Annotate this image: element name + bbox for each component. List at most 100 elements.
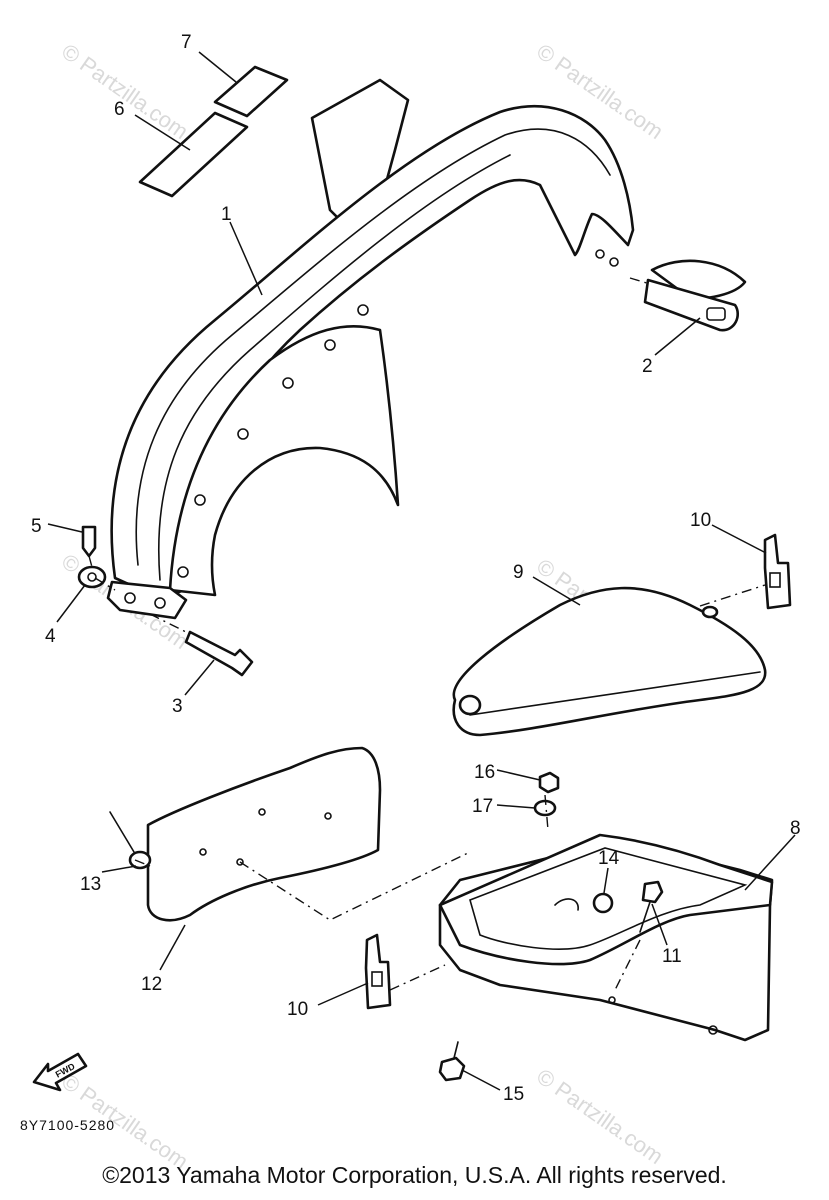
- bolt-head: [438, 1056, 466, 1082]
- washer-hole: [87, 572, 97, 582]
- leader-1: [229, 221, 263, 296]
- leader-6: [134, 114, 191, 151]
- assembly-line: [389, 964, 446, 991]
- assembly-line: [88, 555, 93, 568]
- leader-5: [47, 523, 83, 533]
- assembly-line: [544, 794, 549, 831]
- bracket-hole: [154, 597, 166, 609]
- hardware-3-4-5: [77, 525, 254, 677]
- panel-part-12: [146, 746, 382, 922]
- fender-shell: [110, 104, 635, 600]
- assembly-line: [134, 859, 151, 867]
- bolt-part-15: [438, 1041, 466, 1082]
- bolt-part-11: [639, 880, 664, 933]
- leader-15: [461, 1069, 501, 1091]
- leader-16: [496, 769, 541, 781]
- washer-part-4: [77, 565, 107, 589]
- leader-3: [184, 659, 215, 696]
- callout-3: 3: [172, 696, 183, 717]
- latch-slot: [706, 307, 726, 321]
- box-hole: [708, 1025, 718, 1035]
- leader-12: [159, 924, 186, 971]
- cover-edge: [469, 671, 761, 716]
- panel-body: [146, 746, 382, 922]
- bolt-shaft: [639, 901, 651, 933]
- callout-13: 13: [80, 874, 101, 895]
- callout-6: 6: [114, 99, 125, 120]
- callout-7: 7: [181, 32, 192, 53]
- box-vent: [554, 898, 579, 911]
- panel-hole: [236, 858, 244, 866]
- callout-10-lower: 10: [287, 999, 308, 1020]
- callout-14: 14: [598, 848, 620, 869]
- fender-rim-inner: [157, 154, 511, 581]
- decal-part-7: [213, 65, 289, 118]
- callout-1: 1: [221, 204, 232, 225]
- callout-11: 11: [662, 946, 682, 967]
- leader-14: [603, 867, 609, 894]
- callout-4: 4: [45, 626, 56, 647]
- callout-9: 9: [513, 562, 524, 583]
- copyright-notice: ©2013 Yamaha Motor Corporation, U.S.A. A…: [102, 1162, 727, 1188]
- fender-hole: [282, 377, 294, 389]
- leader-9: [532, 576, 581, 606]
- screw-part-5: [81, 525, 97, 558]
- hardware-16-17: [533, 771, 560, 817]
- fender-hole: [237, 428, 249, 440]
- panel-hole: [199, 848, 207, 856]
- fender-side-panel: [168, 324, 400, 597]
- leader-13: [101, 865, 137, 873]
- watermark: © Partzilla.com: [532, 1064, 668, 1170]
- fwd-arrow-icon: FWD: [32, 1052, 88, 1092]
- fender-bracket: [106, 580, 188, 620]
- clip-window: [371, 971, 383, 987]
- cover-hole: [458, 694, 482, 716]
- callout-12: 12: [141, 974, 162, 995]
- cover-shell: [452, 586, 767, 737]
- fender-part-1: [106, 78, 635, 620]
- cover-stud: [701, 605, 719, 619]
- fender-hole: [194, 494, 206, 506]
- bracket-hole: [124, 592, 136, 604]
- fwd-arrow-shape: [32, 1052, 88, 1092]
- box-rim-inner: [469, 847, 748, 950]
- clip-part-10-lower: [364, 933, 392, 1010]
- nut-part-16: [538, 771, 560, 794]
- callout-15: 15: [503, 1084, 524, 1105]
- leader-10b: [317, 982, 369, 1006]
- assembly-line: [614, 939, 641, 991]
- callout-16: 16: [474, 762, 495, 783]
- latch-part-2: [629, 259, 747, 332]
- callout-5: 5: [31, 516, 42, 537]
- fender-hole: [357, 304, 369, 316]
- leader-11: [651, 903, 668, 946]
- callout-labels: 7 6 1 2 5 4 3 10 9 16 17 8 14 11 13 12 1…: [31, 32, 801, 1105]
- decal-part-6: [138, 111, 249, 198]
- pin-part-3: [184, 630, 254, 677]
- latch-centerline: [629, 277, 651, 285]
- decal-set: [138, 65, 289, 198]
- pin-centerline: [149, 613, 191, 635]
- fender-hole: [609, 257, 619, 267]
- fender-rim: [135, 128, 611, 566]
- leader-17: [496, 804, 536, 809]
- clip-body: [763, 533, 792, 610]
- screw-shaft: [109, 811, 135, 853]
- bolt-head: [641, 880, 664, 904]
- grommet-part-14: [592, 892, 614, 914]
- diagram-code: 8Y7100-5280: [20, 1117, 116, 1133]
- clip-part-10-upper: [763, 533, 792, 610]
- panel-hole: [324, 812, 332, 820]
- leader-lines: [47, 51, 796, 1091]
- assembly-line: [699, 584, 766, 607]
- box-part-8: [438, 833, 774, 1042]
- box-hole: [608, 996, 616, 1004]
- leader-8: [744, 834, 796, 891]
- callout-17: 17: [472, 796, 493, 817]
- screw-part-13: [109, 811, 152, 870]
- cover-part-9: [452, 586, 767, 737]
- leader-4: [56, 584, 86, 623]
- fender-hole: [595, 249, 605, 259]
- callout-8: 8: [790, 818, 801, 839]
